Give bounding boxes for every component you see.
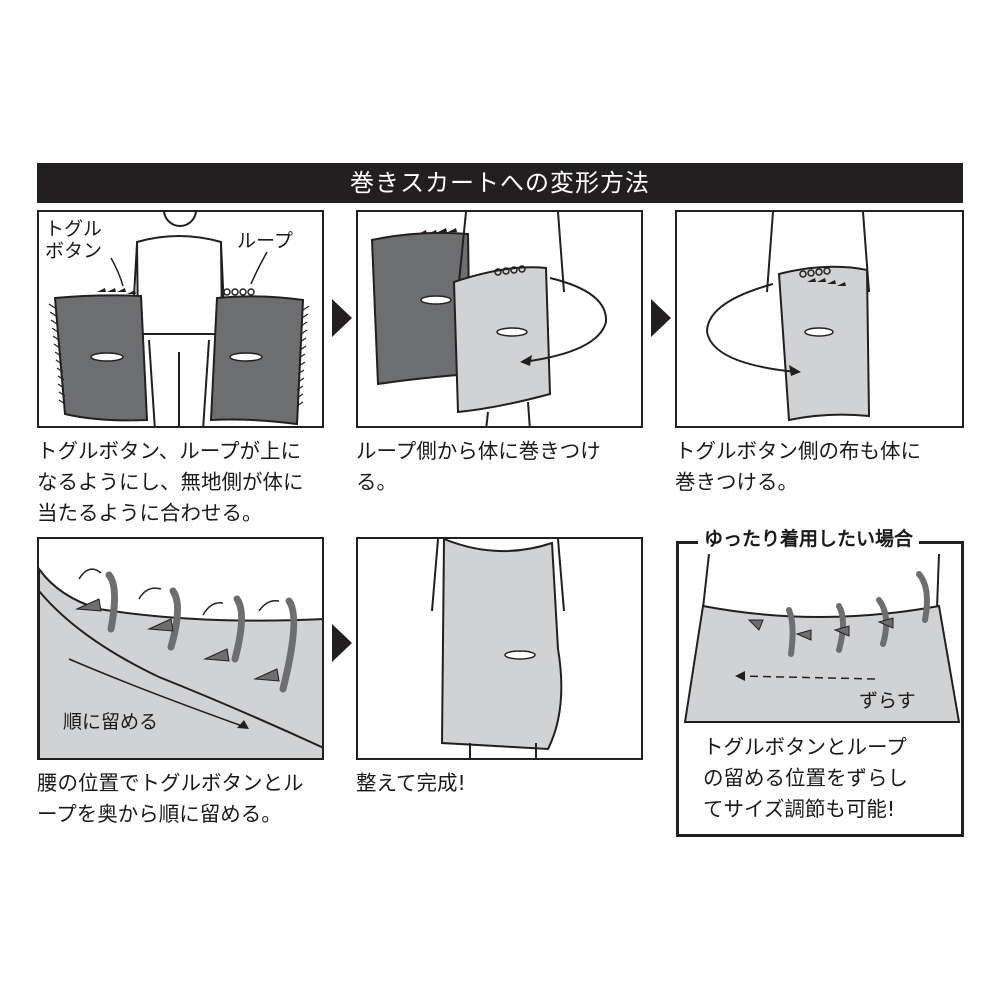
step-3-caption: トグルボタン側の布も体に 巻きつける。	[675, 439, 921, 494]
toggle-button-label: トグル ボタン	[45, 218, 103, 262]
step-arrow-2	[651, 299, 671, 337]
step-1-caption: トグルボタン、ループが上に なるようにし、無地側が体に 当たるように合わせる。	[37, 439, 304, 525]
note-caption: トグルボタンとループ の留める位置をずらし てサイズ調節も可能!	[703, 735, 908, 821]
step-3-illustration	[675, 210, 964, 428]
shift-label: ずらす	[859, 690, 916, 712]
step-2-drawing	[370, 212, 608, 426]
step-4-caption: 腰の位置でトグルボタンとル ープを奥から順に留める。	[37, 771, 304, 826]
page-title: 巻きスカートへの変形方法	[37, 163, 963, 203]
loop-label: ループ	[237, 230, 293, 252]
step-1-illustration: トグル ボタン ループ	[37, 210, 324, 428]
step-1-drawing	[48, 212, 310, 426]
step-5-caption: 整えて完成!	[356, 771, 466, 795]
step-arrow-1	[332, 299, 352, 337]
step-5-drawing	[431, 539, 565, 758]
loose-fit-note: ずらす トグルボタンとループ の留める位置をずらし てサイズ調節も可能!	[676, 541, 964, 837]
step-arrow-3	[332, 624, 352, 662]
step-2-caption: ループ側から体に巻きつけ る。	[356, 439, 601, 494]
order-label: 順に留める	[63, 711, 159, 733]
loose-fit-drawing	[683, 553, 961, 723]
note-title: ゆったり着用したい場合	[698, 524, 920, 554]
step-2-illustration	[356, 210, 643, 428]
step-3-drawing	[705, 212, 871, 422]
step-4-drawing	[39, 567, 322, 758]
step-5-illustration	[356, 537, 643, 760]
step-4-illustration: 順に留める	[37, 537, 324, 760]
